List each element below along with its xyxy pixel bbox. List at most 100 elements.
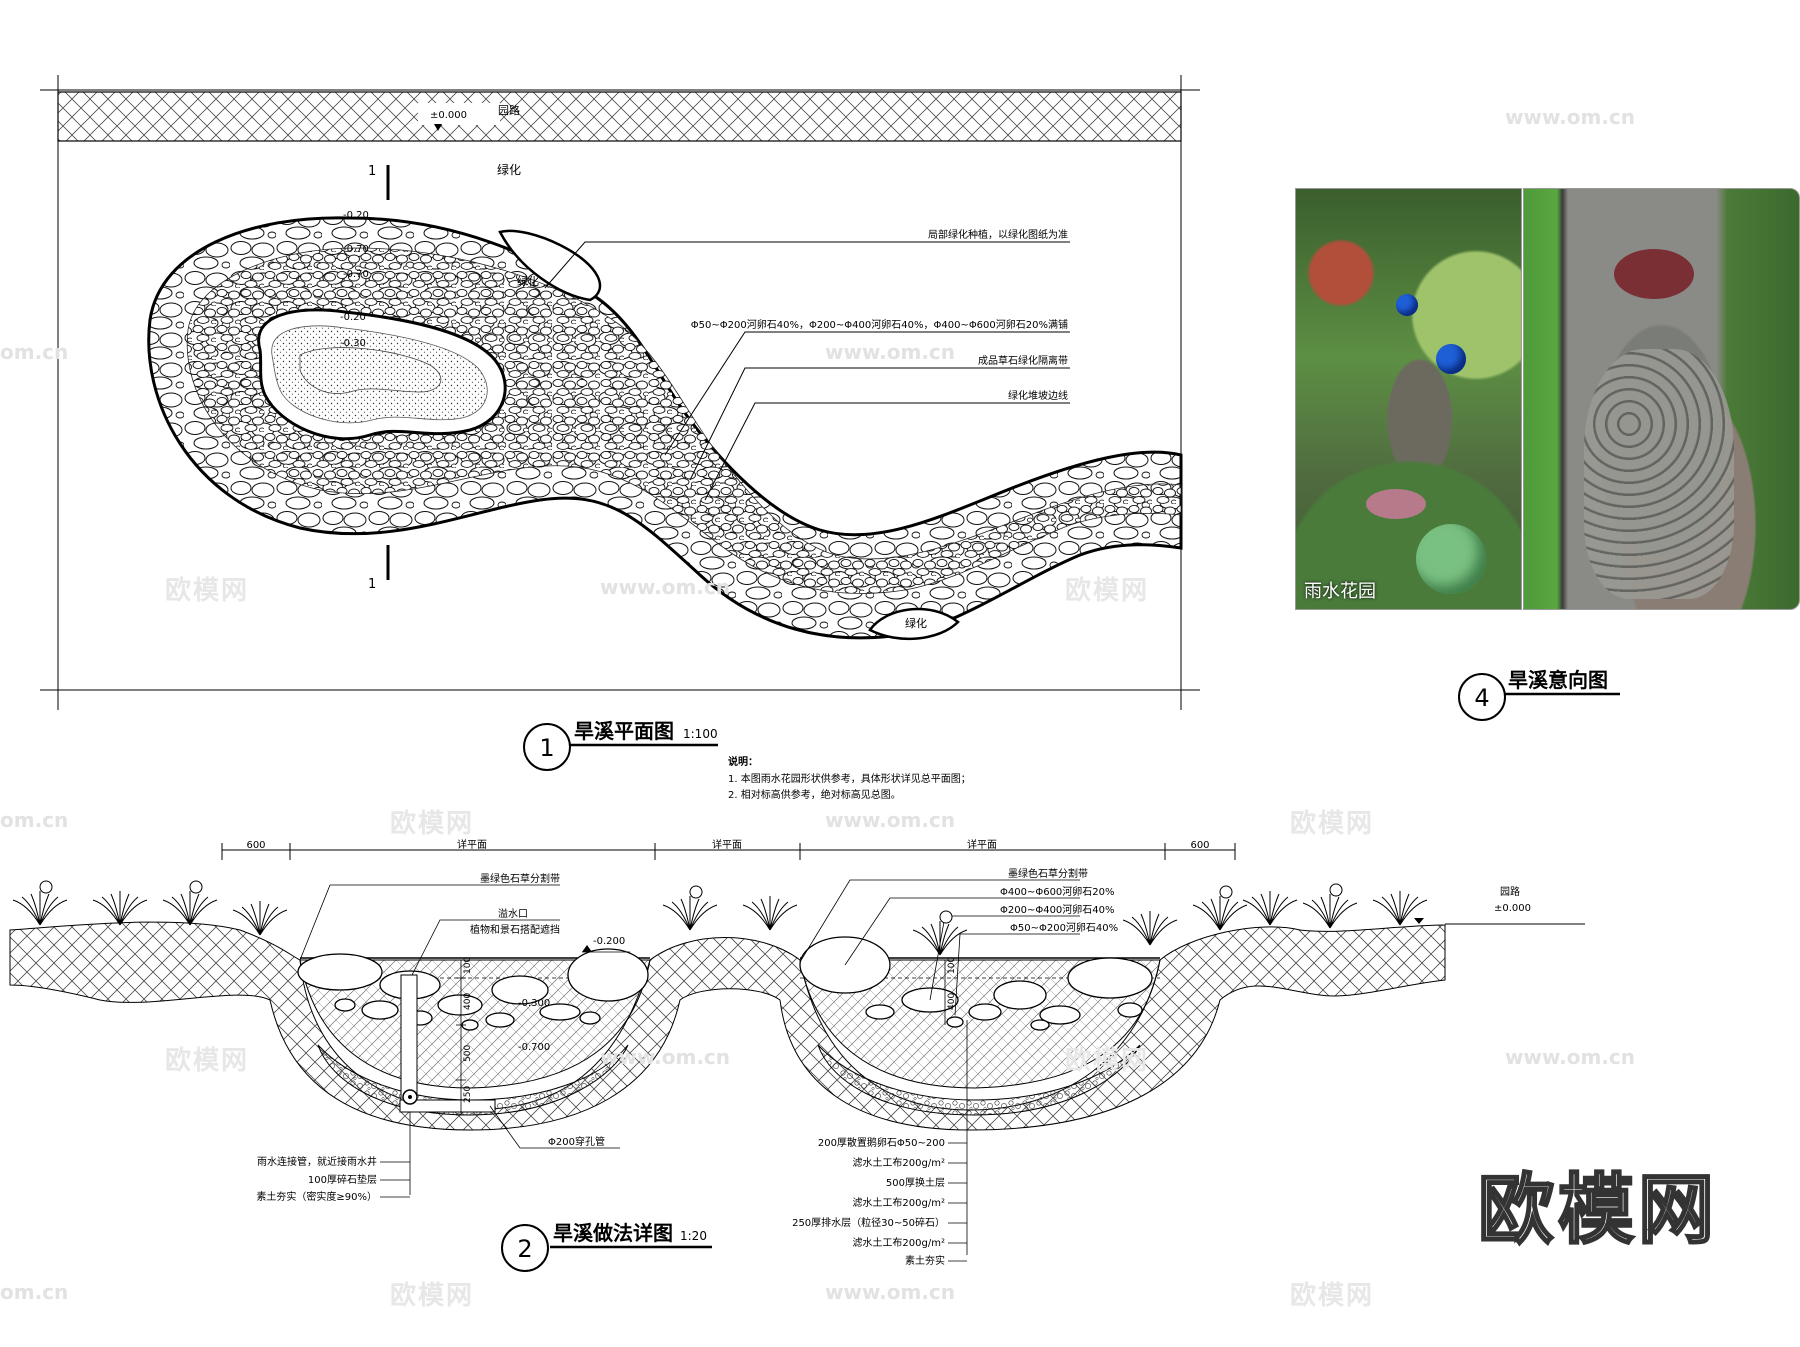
- callout-left-3: 植物和景石搭配遮挡: [470, 923, 560, 936]
- leader-left-1: [299, 884, 560, 961]
- explanation-line-1: 1. 本图雨水花园形状供参考，具体形状详见总平面图；: [728, 772, 971, 785]
- layer-1: 200厚散置鹅卵石Φ50~200: [818, 1136, 945, 1149]
- plan-title: 旱溪平面图: [574, 719, 674, 743]
- rain-garden-photo: 雨水花园: [1295, 188, 1522, 610]
- section-mark-bottom: 1: [368, 577, 376, 592]
- vdim-400: 400: [463, 993, 473, 1010]
- plant-tuft: [1372, 891, 1428, 926]
- photos-title-number: 4: [1474, 684, 1489, 712]
- vdim-250: 250: [463, 1086, 473, 1103]
- planting-island-2: [868, 607, 960, 641]
- pipe-label: Φ200穿孔管: [548, 1135, 605, 1148]
- explanation-line-2: 2. 相对标高供参考，绝对标高见总图。: [728, 788, 901, 801]
- leader-pipe: [489, 1105, 620, 1149]
- leader-right-2: [844, 897, 1080, 966]
- pool-contour: [299, 347, 442, 394]
- plant-tuft: [162, 891, 218, 926]
- level-outer-3: -0.70: [343, 269, 369, 280]
- plan-title-circle: [523, 723, 571, 771]
- flower-head: [189, 880, 203, 894]
- layer-6: 滤水土工布200g/m²: [852, 1236, 945, 1249]
- section-title-number: 2: [517, 1235, 532, 1263]
- leader-right-4: [954, 933, 1080, 1016]
- glass-ball-blue-1: [1396, 294, 1418, 316]
- layer-7: 素土夯实: [905, 1254, 945, 1267]
- road-label: 园路: [498, 104, 520, 117]
- plant-tuft: [912, 921, 968, 956]
- section-plants: [12, 880, 1428, 956]
- level-outer-2: -0.70: [343, 244, 369, 255]
- leader-note-1: [544, 241, 1070, 289]
- brand-logo-text: 欧模网: [1477, 1164, 1718, 1256]
- level-inner-1: -0.20: [340, 312, 366, 323]
- callout-right-4: Φ50~Φ200河卵石40%: [1010, 922, 1118, 934]
- leader-left-2: [411, 919, 560, 976]
- callout-right-1: 墨绿色石草分割带: [1008, 867, 1088, 880]
- level-mark-2: -0.300: [518, 998, 550, 1009]
- layer-5: 250厚排水层（粒径30~50碎石）: [792, 1216, 945, 1229]
- section-road-level: ±0.000: [1494, 903, 1531, 914]
- section-drawing: 600 详平面 详平面 详平面 600: [9, 838, 1585, 1272]
- plant-tuft: [1242, 891, 1298, 926]
- island-label-2: 绿化: [905, 616, 927, 630]
- bottom-note-3: 素土夯实（密实度≥90%）: [256, 1190, 377, 1203]
- leader-note-3: [689, 367, 1070, 481]
- level-mark-1: -0.200: [593, 936, 625, 947]
- vdim-500: 500: [463, 1045, 473, 1062]
- flower-head: [939, 910, 953, 924]
- road-label-bg: [418, 103, 500, 125]
- plan-title-number: 1: [539, 734, 554, 762]
- dry-creek-photo: [1523, 188, 1800, 610]
- dim-detail-1: 详平面: [457, 838, 487, 851]
- dim-right-600: 600: [1190, 840, 1209, 851]
- dim-left-600: 600: [246, 840, 265, 851]
- plant-tuft: [662, 896, 718, 931]
- plan-scale: 1:100: [683, 727, 718, 741]
- photos-title: 旱溪意向图: [1508, 668, 1608, 692]
- dim-detail-3: 详平面: [967, 838, 997, 851]
- vdim-right-100: 100: [947, 957, 957, 974]
- section-scale: 1:20: [680, 1229, 707, 1243]
- bottom-note-2: 100厚碎石垫层: [308, 1173, 377, 1186]
- callout-left-1: 墨绿色石草分割带: [480, 872, 560, 885]
- road-level-marker: [1414, 918, 1424, 924]
- overflow-riser: [400, 974, 418, 1106]
- road-band: [57, 91, 1182, 142]
- flower-head: [1329, 883, 1343, 897]
- layer-2: 滤水土工布200g/m²: [852, 1156, 945, 1169]
- level-mark-3: -0.700: [518, 1042, 550, 1053]
- glass-ball-green: [1416, 524, 1486, 594]
- section-mark-top: 1: [368, 164, 376, 179]
- level-inner-2: -0.30: [340, 338, 366, 349]
- plan-note-4: 绿化堆坡边线: [1008, 389, 1068, 402]
- leader-note-4: [704, 402, 1070, 501]
- planting-island-1: [498, 229, 602, 302]
- callout-right-2: Φ400~Φ600河卵石20%: [1000, 886, 1115, 898]
- section-road-label: 园路: [1500, 885, 1520, 898]
- rock-pink: [1366, 489, 1426, 519]
- callout-right-3: Φ200~Φ400河卵石40%: [1000, 904, 1115, 916]
- layer-3: 500厚换土层: [886, 1176, 945, 1189]
- leader-right-1: [799, 879, 1080, 963]
- plan-note-2: Φ50~Φ200河卵石40%，Φ200~Φ400河卵石40%，Φ400~Φ600…: [691, 318, 1068, 331]
- plant-tuft: [1192, 896, 1248, 931]
- flower-head: [39, 880, 53, 894]
- pit-2-soil: [799, 959, 1161, 1089]
- layer-4: 滤水土工布200g/m²: [852, 1196, 945, 1209]
- section-title: 旱溪做法详图: [553, 1221, 673, 1245]
- island-label-1: 绿化: [517, 274, 539, 288]
- flower-head: [689, 885, 703, 899]
- red-maple: [1614, 249, 1694, 299]
- glass-ball-blue-2: [1436, 344, 1466, 374]
- plan-note-3: 成品草石绿化隔离带: [978, 354, 1068, 367]
- section-title-circle: [501, 1224, 549, 1272]
- vdim-100: 100: [463, 957, 473, 974]
- photo-caption: 雨水花园: [1304, 581, 1376, 602]
- plant-tuft: [232, 901, 288, 936]
- plant-tuft: [92, 891, 148, 926]
- level-marker-1: [582, 945, 592, 952]
- elevation-label: ±0.000: [430, 110, 467, 121]
- plant-tuft: [1302, 894, 1358, 929]
- pipe-section: [399, 1099, 496, 1113]
- level-outer-1: -0.20: [343, 210, 369, 221]
